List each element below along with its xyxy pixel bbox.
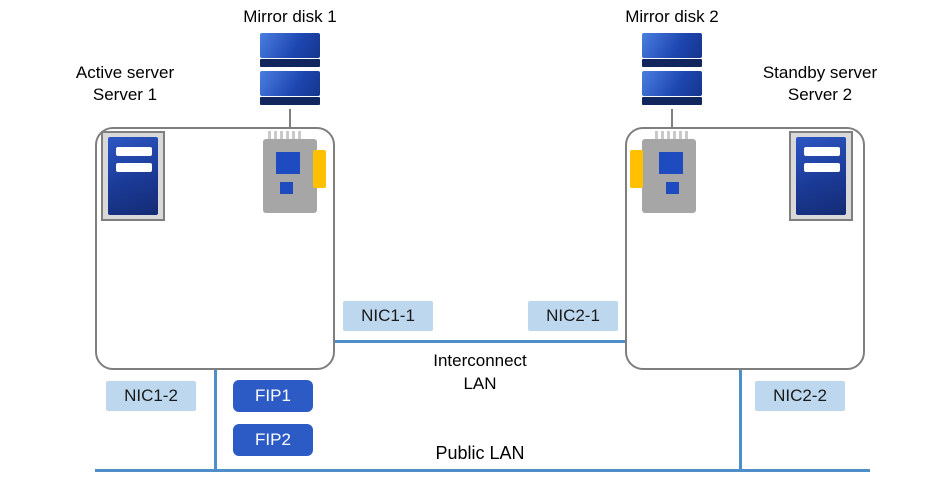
drive-bay	[116, 147, 152, 156]
mirror-disk-2-icon	[642, 33, 702, 109]
disk1-connector-line	[289, 109, 291, 139]
nic2-2-badge: NIC2-2	[755, 381, 845, 411]
fip1-badge: FIP1	[233, 380, 313, 412]
drive-bay	[804, 147, 840, 156]
disk-platter-icon	[642, 33, 702, 67]
card-body	[642, 139, 696, 213]
interconnect-lan-line	[335, 340, 625, 343]
server-chassis	[796, 137, 846, 215]
interconnect-word: Interconnect	[433, 351, 527, 370]
card-stripe	[313, 150, 326, 188]
card-pins	[268, 131, 304, 140]
disk-controller-2-icon	[630, 131, 696, 215]
fip2-badge: FIP2	[233, 424, 313, 456]
server-1-label: Active server Server 1	[45, 62, 205, 106]
public-lan-line	[95, 469, 870, 472]
disk2-connector-line	[671, 109, 673, 139]
server-1-name: Server 1	[92, 85, 158, 104]
card-stripe	[630, 150, 643, 188]
server-2-role: Standby server	[762, 63, 878, 82]
card-chip	[276, 152, 300, 174]
server-1-role: Active server	[75, 63, 175, 82]
card-chip-small	[666, 182, 679, 194]
server-2-tower-icon	[789, 131, 853, 221]
card-chip	[659, 152, 683, 174]
drive-bay	[804, 163, 840, 172]
server-chassis	[108, 137, 158, 215]
drive-bay	[116, 163, 152, 172]
server-2-public-drop-line	[739, 370, 742, 471]
server-2-label: Standby server Server 2	[740, 62, 900, 106]
mirror-disk-2-label: Mirror disk 2	[625, 7, 719, 26]
disk-platter-icon	[260, 33, 320, 67]
server-1-public-drop-line	[214, 370, 217, 471]
server-2-name: Server 2	[787, 85, 853, 104]
disk-controller-1-icon	[263, 131, 329, 215]
interconnect-lan-label: Interconnect LAN	[410, 349, 550, 395]
nic1-1-badge: NIC1-1	[343, 301, 433, 331]
lan-word: LAN	[463, 374, 497, 393]
nic1-2-badge: NIC1-2	[106, 381, 196, 411]
server-1-tower-icon	[101, 131, 165, 221]
card-pins	[655, 131, 691, 140]
nic2-1-badge: NIC2-1	[528, 301, 618, 331]
card-chip-small	[280, 182, 293, 194]
card-body	[263, 139, 317, 213]
mirror-disk-1-label: Mirror disk 1	[243, 7, 337, 26]
disk-platter-icon	[642, 71, 702, 105]
mirror-disk-1-icon	[260, 33, 320, 109]
disk-platter-icon	[260, 71, 320, 105]
public-lan-label: Public LAN	[435, 443, 525, 463]
